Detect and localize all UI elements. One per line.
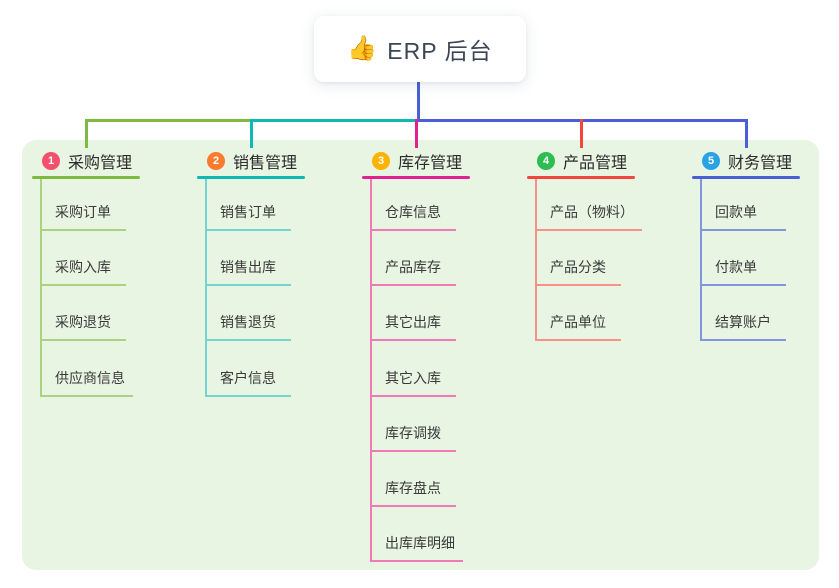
child-node[interactable]: 产品单位 (535, 313, 621, 342)
branch-children-connector (40, 179, 42, 397)
child-node[interactable]: 产品（物料） (535, 203, 642, 231)
child-node[interactable]: 产品分类 (535, 258, 621, 287)
branch-underline (692, 176, 800, 179)
branch-header[interactable]: 3 库存管理 (372, 149, 462, 173)
branch-title-label: 产品管理 (563, 155, 628, 172)
branch-title-label: 采购管理 (68, 155, 133, 172)
branches-panel (22, 140, 819, 570)
child-node[interactable]: 仓库信息 (370, 203, 456, 231)
child-node[interactable]: 结算账户 (700, 313, 786, 342)
child-node[interactable]: 出库库明细 (370, 534, 463, 563)
branch-title-label: 财务管理 (728, 155, 793, 172)
child-node[interactable]: 采购订单 (40, 203, 126, 231)
branch-number-badge: 3 (372, 152, 390, 170)
root-node-label: ERP 后台 (387, 38, 493, 64)
root-node[interactable]: 👍 ERP 后台 (314, 16, 526, 82)
branch-header[interactable]: 4 产品管理 (537, 149, 627, 173)
child-node[interactable]: 供应商信息 (40, 369, 133, 397)
branch-number-badge: 1 (42, 152, 60, 170)
branch-drop-line (414, 119, 418, 148)
branch-header[interactable]: 5 财务管理 (702, 149, 792, 173)
branch-number-badge: 2 (207, 152, 225, 170)
child-node[interactable]: 回款单 (700, 203, 786, 231)
child-node[interactable]: 客户信息 (205, 369, 291, 397)
child-node[interactable]: 销售订单 (205, 203, 291, 231)
child-node[interactable]: 销售出库 (205, 258, 291, 287)
branch-underline (362, 176, 470, 179)
branch-number-badge: 5 (702, 152, 720, 170)
branch-title-label: 库存管理 (398, 155, 463, 172)
branch-children-connector (205, 179, 207, 397)
branch-children-connector (535, 179, 537, 342)
child-node[interactable]: 采购入库 (40, 258, 126, 287)
child-node[interactable]: 产品库存 (370, 258, 456, 287)
branch-number-badge: 4 (537, 152, 555, 170)
branch-title-label: 销售管理 (233, 155, 298, 172)
child-node[interactable]: 库存调拨 (370, 424, 456, 452)
branch-children-connector (700, 179, 702, 342)
child-node[interactable]: 库存盘点 (370, 479, 456, 507)
thumbs-up-icon: 👍 (347, 35, 378, 62)
branch-drop-line (84, 119, 88, 148)
child-node[interactable]: 采购退货 (40, 313, 126, 342)
child-node[interactable]: 其它入库 (370, 369, 456, 397)
branch-underline (527, 176, 635, 179)
rail-segment (84, 119, 253, 122)
branch-drop-line (249, 119, 253, 148)
branch-header[interactable]: 2 销售管理 (207, 149, 297, 173)
root-connector-line (417, 82, 420, 122)
branch-drop-line (579, 119, 583, 148)
child-node[interactable]: 其它出库 (370, 313, 456, 342)
child-node[interactable]: 付款单 (700, 258, 786, 287)
branch-header[interactable]: 1 采购管理 (42, 149, 132, 173)
branch-underline (197, 176, 305, 179)
rail-segment (249, 119, 418, 122)
branch-drop-line (744, 119, 748, 148)
child-node[interactable]: 销售退货 (205, 313, 291, 342)
branch-children-connector (370, 179, 372, 563)
branch-underline (32, 176, 140, 179)
